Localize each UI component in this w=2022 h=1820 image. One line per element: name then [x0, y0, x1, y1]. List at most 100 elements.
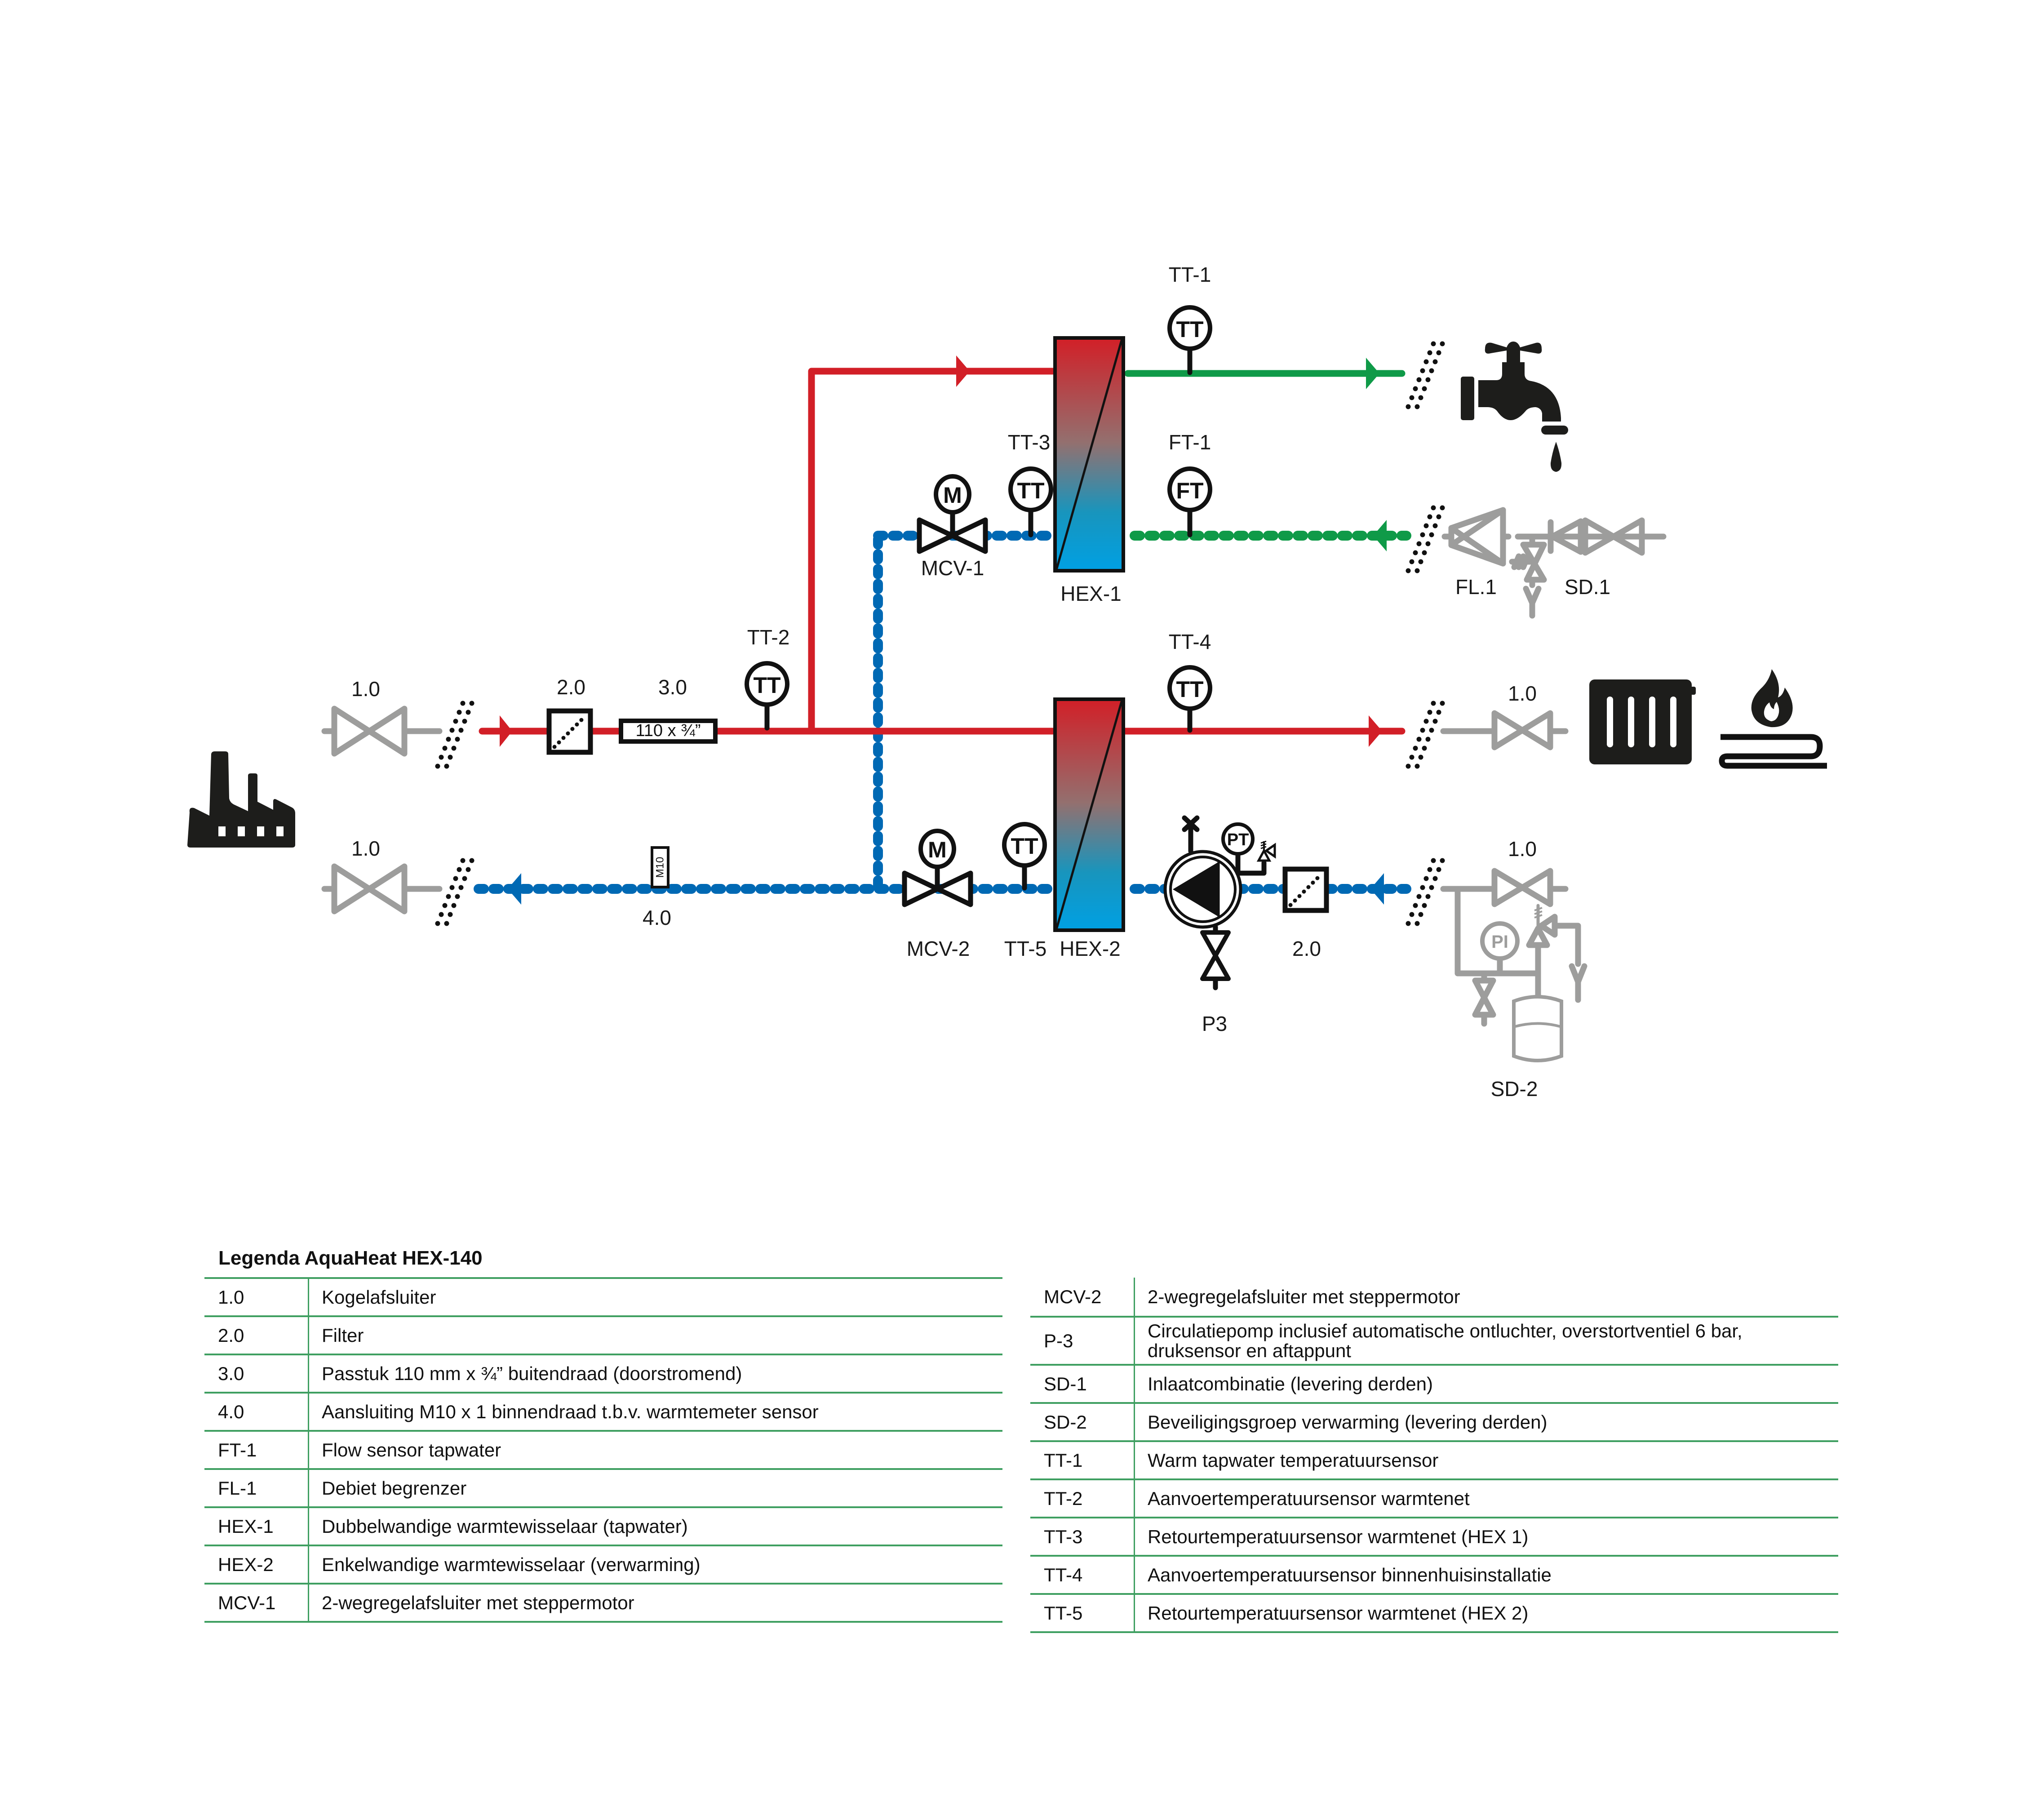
- tap-icon: [1461, 342, 1568, 472]
- legend-description: Kogelafsluiter: [308, 1277, 1002, 1316]
- legend-code: TT-1: [1030, 1440, 1135, 1479]
- fitting-3-0[interactable]: 110 x ¾”: [619, 719, 718, 744]
- svg-text:TT: TT: [1176, 317, 1203, 342]
- motor-control-valve-mcv2[interactable]: M: [902, 829, 973, 907]
- legend-description: Retourtemperatuursensor warmtenet (HEX 1…: [1134, 1517, 1838, 1556]
- legend-description: Debiet begrenzer: [308, 1468, 1002, 1507]
- svg-text:FT: FT: [1176, 478, 1203, 503]
- pipe-break-mark: [435, 858, 474, 926]
- legend-description: 2-wegregelafsluiter met steppermotor: [308, 1583, 1002, 1623]
- flow-arrow-secondary-return: [1370, 873, 1384, 905]
- component-label: SD.1: [1565, 575, 1610, 599]
- flow-arrow-supply-out: [1369, 715, 1382, 747]
- flow-arrow-supply-in: [500, 715, 512, 747]
- temperature-sensor-tt3[interactable]: TT: [1008, 466, 1053, 537]
- legend-description: Aanvoertemperatuursensor warmtenet: [1134, 1478, 1838, 1518]
- flow-limiter-fl1[interactable]: [1441, 507, 1512, 567]
- pipe-break-mark: [1406, 858, 1445, 926]
- legend-code: TT-2: [1030, 1478, 1135, 1518]
- legend-description: Filter: [308, 1315, 1002, 1354]
- legend-description: Circulatiepomp inclusief automatische on…: [1134, 1316, 1838, 1365]
- legend-description: Aansluiting M10 x 1 binnendraad t.b.v. w…: [308, 1392, 1002, 1431]
- heat-exchanger-label: HEX-1: [1060, 582, 1121, 605]
- svg-text:PI: PI: [1491, 932, 1508, 952]
- svg-text:TT: TT: [1176, 677, 1203, 702]
- legend-code: 1.0: [204, 1277, 309, 1316]
- heat-exchanger-hex2[interactable]: [1053, 697, 1125, 932]
- flow-sensor-ft1[interactable]: FT: [1167, 466, 1212, 537]
- legend-description: Aanvoertemperatuursensor binnenhuisinsta…: [1134, 1555, 1838, 1594]
- ball-valve-supply-out[interactable]: [1440, 710, 1569, 750]
- circulation-pump-p3[interactable]: [1163, 815, 1242, 990]
- legend-code: 3.0: [204, 1354, 309, 1393]
- filter-label: 2.0: [557, 675, 585, 699]
- sensor-label: TT-1: [1169, 263, 1211, 286]
- safety-group-sd2[interactable]: PI: [1454, 886, 1587, 1062]
- legend-description: Passtuk 110 mm x ¾” buitendraad (doorstr…: [308, 1354, 1002, 1393]
- valve-label: MCV-1: [921, 556, 984, 580]
- ball-valve-supply-in[interactable]: [321, 706, 443, 757]
- motor-control-valve-mcv1[interactable]: M: [917, 474, 988, 554]
- legend-code: TT-3: [1030, 1517, 1135, 1556]
- legend-description: Dubbelwandige warmtewisselaar (tapwater): [308, 1506, 1002, 1545]
- ball-valve-return-in[interactable]: [1440, 868, 1569, 907]
- ball-valve-return-out[interactable]: [321, 863, 443, 914]
- pressure-sensor-pt[interactable]: PT: [1221, 822, 1276, 876]
- temperature-sensor-tt5[interactable]: TT: [1002, 822, 1047, 891]
- radiator-icon: [1589, 679, 1696, 764]
- filter-secondary[interactable]: [1282, 866, 1329, 913]
- pipe-break-mark: [1406, 701, 1445, 769]
- legend-description: Inlaatcombinatie (levering derden): [1134, 1364, 1838, 1403]
- valve-label: 1.0: [1508, 837, 1537, 861]
- factory-icon: [187, 751, 295, 848]
- valve-label: 1.0: [351, 677, 380, 701]
- temperature-sensor-tt1[interactable]: TT: [1167, 305, 1212, 375]
- filter-primary[interactable]: [546, 708, 593, 755]
- legend-code: HEX-1: [204, 1506, 309, 1545]
- heat-exchanger-label: HEX-2: [1060, 937, 1120, 960]
- sensor-label: TT-2: [747, 626, 790, 649]
- valve-label: 1.0: [1508, 682, 1537, 705]
- svg-text:TT: TT: [1011, 834, 1038, 859]
- heat-meter-connection-m10[interactable]: M10: [651, 846, 670, 888]
- temperature-sensor-tt2[interactable]: TT: [745, 661, 789, 731]
- temperature-sensor-tt4[interactable]: TT: [1167, 665, 1212, 733]
- legend-code: FT-1: [204, 1430, 309, 1469]
- sensor-label: FT-1: [1169, 431, 1211, 454]
- pipe-break-mark: [1406, 341, 1445, 409]
- inlet-combination-sd1[interactable]: [1509, 517, 1667, 619]
- legend-code: SD-1: [1030, 1364, 1135, 1403]
- legend-description: Enkelwandige warmtewisselaar (verwarming…: [308, 1545, 1002, 1584]
- heat-exchanger-hex1[interactable]: [1053, 336, 1125, 573]
- fitting-label: 3.0: [658, 675, 687, 699]
- legend-code: 2.0: [204, 1315, 309, 1354]
- fitting-size-text: 110 x ¾”: [635, 721, 701, 740]
- legend-title: Legenda AquaHeat HEX-140: [218, 1247, 483, 1269]
- svg-text:M10: M10: [654, 857, 666, 878]
- legend-description: 2-wegregelafsluiter met steppermotor: [1148, 1286, 1460, 1307]
- legend-code: SD-2: [1030, 1402, 1135, 1441]
- legend-code: MCV-1: [204, 1583, 309, 1623]
- valve-label: 1.0: [351, 837, 380, 860]
- legend-code: TT-4: [1030, 1555, 1135, 1594]
- legend-description: Beveiligingsgroep verwarming (levering d…: [1134, 1402, 1838, 1441]
- supply-pipe-hex1: [808, 368, 1064, 735]
- svg-text:PT: PT: [1227, 830, 1249, 849]
- sensor-label: TT-4: [1169, 630, 1211, 653]
